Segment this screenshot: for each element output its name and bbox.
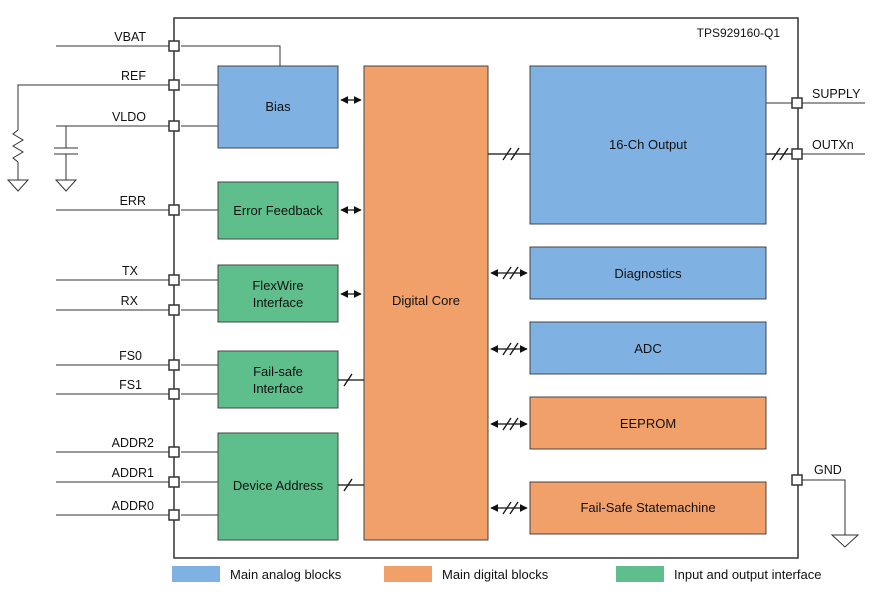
pin-label-ref: REF [121, 69, 146, 83]
pin-label-fs1: FS1 [119, 378, 142, 392]
pin-markers [168, 40, 803, 521]
legend-analog: Main analog blocks [172, 564, 341, 584]
adc-label: ADC [634, 341, 661, 356]
pin-label-supply: SUPPLY [812, 87, 861, 101]
flexwire-label-line1: FlexWire [252, 278, 303, 293]
pin-label-gnd: GND [814, 463, 842, 477]
flexwire-label-line2: Interface [253, 295, 304, 310]
flexwire-interface-block [217, 264, 339, 323]
pin-label-rx: RX [121, 294, 139, 308]
pin-label-addr2: ADDR2 [112, 436, 154, 450]
bias-block [217, 65, 339, 149]
external-wiring [12, 45, 865, 535]
pin-label-vldo: VLDO [112, 110, 146, 124]
legend-swatch-interface [616, 566, 664, 582]
failsafe-interface-block [217, 350, 339, 409]
statemachine-label: Fail-Safe Statemachine [580, 500, 715, 515]
failsafe-label-line2: Interface [253, 381, 304, 396]
eeprom-label: EEPROM [620, 416, 676, 431]
pin-label-tx: TX [122, 264, 139, 278]
connectors [338, 96, 792, 515]
pin-label-addr1: ADDR1 [112, 466, 154, 480]
digital-core-block [363, 65, 489, 541]
output-block [529, 65, 767, 225]
pin-label-vbat: VBAT [114, 30, 146, 44]
pin-label-outxn: OUTXn [812, 138, 854, 152]
legend-digital: Main digital blocks [384, 564, 548, 584]
legend-interface: Input and output interface [616, 564, 821, 584]
diagnostics-block [529, 246, 767, 300]
digital-core-label: Digital Core [392, 293, 460, 308]
statemachine-block [529, 481, 767, 535]
failsafe-label-line1: Fail-safe [253, 364, 303, 379]
output-label: 16-Ch Output [609, 137, 687, 152]
diagnostics-label: Diagnostics [614, 266, 682, 281]
pin-label-fs0: FS0 [119, 349, 142, 363]
pin-label-err: ERR [120, 194, 146, 208]
adc-block [529, 321, 767, 375]
device-address-label: Device Address [233, 478, 324, 493]
legend-swatch-analog [172, 566, 220, 582]
pin-label-addr0: ADDR0 [112, 499, 154, 513]
ground-icon [6, 179, 860, 548]
legend-label-analog: Main analog blocks [230, 566, 342, 582]
error-feedback-label: Error Feedback [233, 203, 323, 218]
legend-label-interface: Input and output interface [674, 566, 822, 582]
chip-name: TPS929160-Q1 [697, 26, 781, 40]
eeprom-block [529, 396, 767, 450]
bias-label: Bias [265, 99, 291, 114]
legend-swatch-digital [384, 566, 432, 582]
device-address-block [217, 432, 339, 541]
error-feedback-block [217, 181, 339, 240]
legend-label-digital: Main digital blocks [442, 566, 549, 582]
